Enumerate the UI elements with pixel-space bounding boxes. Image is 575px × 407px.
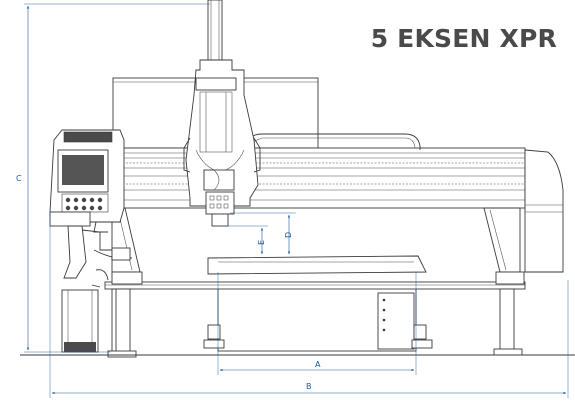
dimension-d: D xyxy=(230,212,296,255)
dimension-a: A xyxy=(217,272,417,375)
dimension-label-b: B xyxy=(306,382,312,391)
control-pedestal xyxy=(61,225,132,353)
dimension-label-d: D xyxy=(284,232,293,238)
floor-rails xyxy=(104,271,526,358)
dimension-b: B xyxy=(49,210,569,398)
dimension-label-c: C xyxy=(16,174,22,183)
control-panel xyxy=(49,129,125,233)
spindle-head xyxy=(183,0,261,227)
dimension-e: E xyxy=(228,225,268,255)
page-title: 5 EKSEN XPR xyxy=(370,24,557,53)
dimension-label-a: A xyxy=(315,360,321,369)
work-table xyxy=(203,255,433,352)
right-housing xyxy=(483,149,564,273)
dimension-c: C xyxy=(16,3,210,353)
dimension-label-e: E xyxy=(257,240,266,245)
gantry-beam xyxy=(111,147,526,209)
